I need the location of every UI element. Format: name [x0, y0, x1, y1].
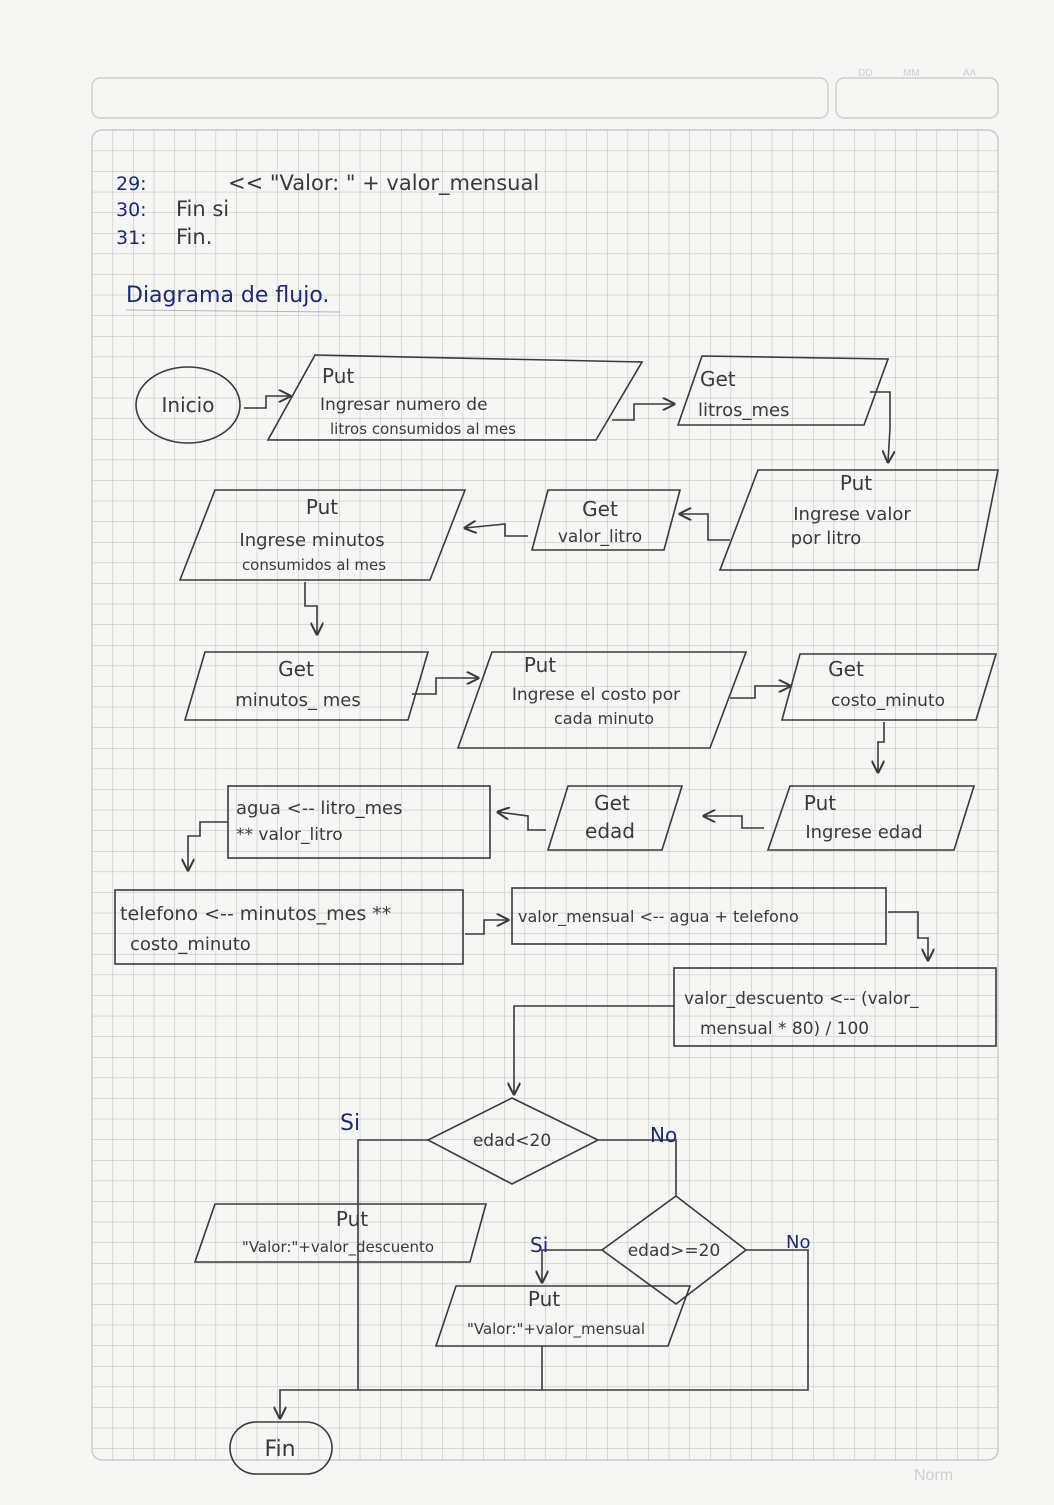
- decision2-condition: edad>=20: [628, 1241, 721, 1261]
- put-desc-shape: [193, 1203, 488, 1263]
- put-desc-line: "Valor:"+valor_descuento: [242, 1238, 434, 1257]
- connector: [465, 920, 508, 935]
- proc-descuento-line: valor_descuento <-- (valor_: [684, 989, 919, 1009]
- connector: [188, 821, 228, 870]
- connector: [304, 582, 317, 634]
- decision1-diamond: [426, 1097, 600, 1185]
- connector: [542, 1249, 602, 1282]
- put-minutos-shape: [178, 489, 467, 581]
- put-litros-shape: [266, 354, 644, 441]
- year-label: AA: [963, 68, 977, 79]
- diagram-title: Diagrama de flujo.: [126, 283, 329, 308]
- brand-watermark: Norm: [914, 1467, 953, 1484]
- connector: [878, 722, 885, 772]
- connector: [730, 686, 790, 699]
- put-valor-litro-shape: [718, 469, 999, 571]
- put-mensual-head: Put: [528, 1287, 560, 1311]
- put-valor-litro-line: por litro: [791, 528, 862, 549]
- connector: [888, 911, 928, 960]
- put-desc-head: Put: [336, 1207, 368, 1231]
- decision2-diamond: [600, 1194, 748, 1306]
- code-line-text: << "Valor: " + valor_mensual: [228, 171, 539, 196]
- put-mensual-line: "Valor:"+valor_mensual: [467, 1320, 645, 1339]
- month-label: MM: [903, 68, 920, 79]
- get-minutos-head: Get: [278, 657, 314, 681]
- connector: [514, 1005, 674, 1094]
- put-costo-head: Put: [524, 653, 556, 677]
- start-terminal: [135, 366, 241, 444]
- proc-telefono-line: costo_minuto: [130, 934, 251, 955]
- put-edad-shape: [766, 785, 976, 851]
- connector: [244, 396, 290, 409]
- get-valor-litro-line: valor_litro: [558, 527, 642, 547]
- put-edad-head: Put: [804, 791, 836, 815]
- put-minutos-head: Put: [306, 495, 338, 519]
- put-costo-line: Ingrese el costo por: [512, 685, 680, 705]
- get-minutos-line: minutos_ mes: [235, 690, 361, 711]
- header-box: [91, 77, 829, 119]
- connector: [612, 404, 674, 421]
- put-valor-litro-head: Put: [840, 471, 872, 495]
- get-litros-line: litros_mes: [698, 400, 789, 421]
- put-costo-line: cada minuto: [554, 709, 654, 728]
- code-line-number: 31:: [116, 227, 147, 249]
- put-mensual-shape: [434, 1285, 692, 1347]
- put-minutos-line: consumidos al mes: [242, 556, 386, 574]
- code-line-text: Fin si: [176, 197, 229, 221]
- code-line-text: Fin.: [176, 225, 212, 249]
- put-valor-litro-line: Ingrese valor: [793, 504, 911, 525]
- get-edad-line: edad: [585, 819, 635, 843]
- get-edad-head: Get: [594, 791, 630, 815]
- put-edad-line: Ingrese edad: [805, 822, 922, 843]
- connector: [358, 1249, 809, 1391]
- connector: [598, 1139, 677, 1196]
- connector: [412, 678, 478, 695]
- get-costo-shape: [780, 653, 998, 721]
- decision2-yes-label: Si: [530, 1233, 548, 1257]
- end-label: Fin: [264, 1437, 295, 1462]
- proc-valor-mensual-shape: [511, 887, 887, 945]
- put-litros-line: litros consumidos al mes: [330, 420, 516, 438]
- decision2-no-label: No: [786, 1232, 810, 1253]
- proc-descuento-line: mensual * 80) / 100: [700, 1019, 869, 1039]
- put-costo-shape: [456, 651, 748, 749]
- code-lines: 29: << "Valor: " + valor_mensual 30: Fin…: [116, 171, 539, 249]
- connector: [704, 816, 764, 829]
- proc-agua-line: ** valor_litro: [236, 825, 343, 845]
- get-valor-litro-head: Get: [582, 497, 618, 521]
- put-minutos-line: Ingrese minutos: [239, 530, 384, 551]
- end-terminal: [229, 1421, 333, 1475]
- date-box: [835, 77, 999, 119]
- get-edad-shape: [546, 785, 684, 851]
- get-costo-head: Get: [828, 657, 864, 681]
- proc-descuento-shape: [673, 967, 997, 1047]
- connector: [498, 812, 546, 831]
- get-litros-head: Get: [700, 367, 736, 391]
- proc-valor-mensual-line: valor_mensual <-- agua + telefono: [518, 907, 799, 927]
- connector: [680, 514, 730, 541]
- day-label: DD: [858, 68, 872, 79]
- decision1-no-label: No: [650, 1123, 677, 1147]
- proc-telefono-shape: [114, 889, 464, 965]
- get-costo-line: costo_minuto: [831, 691, 945, 711]
- get-litros-shape: [676, 355, 890, 426]
- decision1-yes-label: Si: [340, 1111, 360, 1136]
- proc-telefono-line: telefono <-- minutos_mes **: [120, 903, 391, 925]
- put-litros-head: Put: [322, 364, 354, 388]
- connector: [870, 391, 890, 462]
- put-litros-line: Ingresar numero de: [320, 395, 488, 415]
- proc-agua-line: agua <-- litro_mes: [236, 798, 402, 819]
- code-line-number: 30:: [116, 199, 147, 221]
- code-line-number: 29:: [116, 173, 147, 195]
- connector: [465, 524, 528, 537]
- get-valor-litro-shape: [530, 489, 682, 551]
- grid-area: [91, 129, 999, 1461]
- decision1-condition: edad<20: [473, 1131, 551, 1151]
- get-minutos-shape: [183, 651, 430, 721]
- start-label: Inicio: [162, 393, 215, 417]
